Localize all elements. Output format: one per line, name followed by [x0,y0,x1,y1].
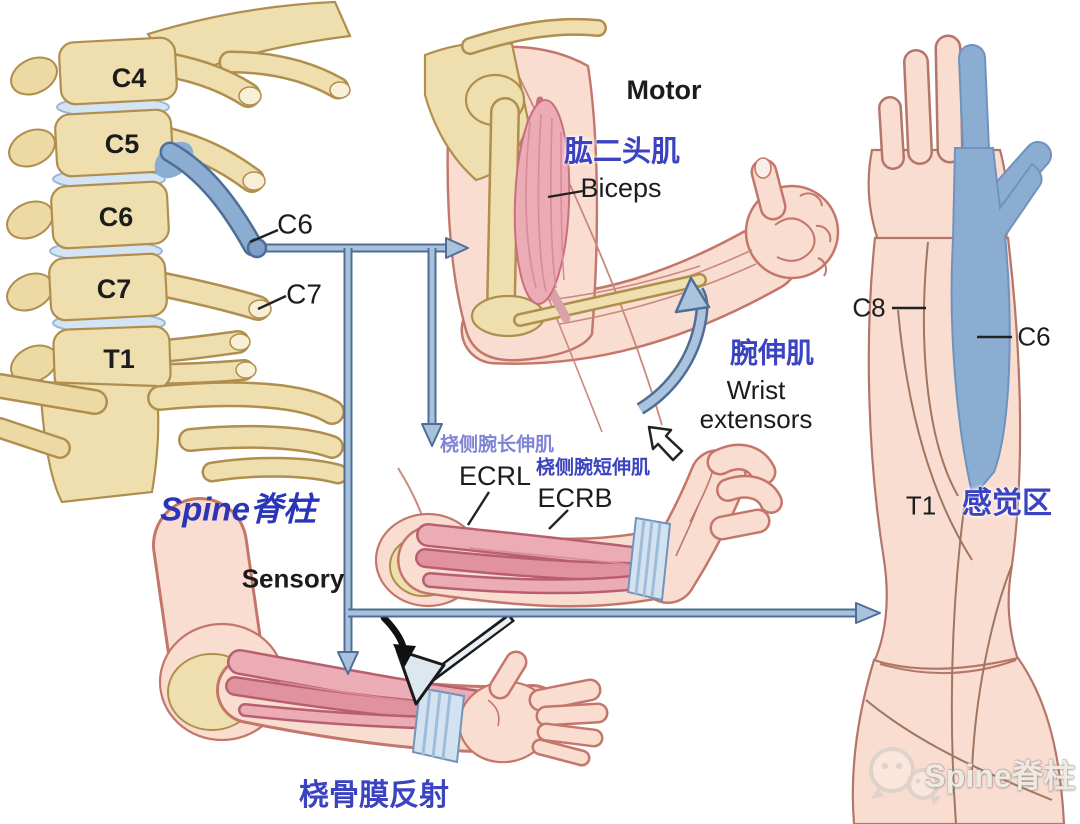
sensory-area-label: 感觉区 [962,487,1052,521]
label-pointer-lines [249,189,1012,530]
reflex-hammer-icon [395,612,515,706]
vertebra-label-c6: C6 [98,201,134,232]
watermark-text: Spine脊柱 [924,758,1076,795]
ecrb-label-cn: 桡侧腕短伸肌 [535,457,651,479]
c6-dermatome-region [950,44,1052,500]
reflex-wristband [411,686,466,764]
wrist-extensors-label-en: Wrist extensors [699,374,813,434]
wrist-extensors-label-cn: 腕伸肌 [729,337,815,369]
dermatome-label-c8: C8 [852,292,886,323]
c6-nerve-root-highlight [154,141,264,257]
tap-arrow [380,614,416,668]
wechat-logo-icon [869,747,941,805]
ecrl-ecrb-muscles [415,523,660,595]
motor-arm-illustration [423,17,840,433]
vertebra-label-t1: T1 [103,343,135,374]
biceps-label-cn: 肱二头肌 [563,135,681,168]
spine-illustration [0,0,352,504]
wrist-extension-arrow [636,276,711,415]
motor-heading: Motor [626,74,702,105]
vertebra-label-c4: C4 [111,62,147,93]
biceps-muscle [513,96,571,323]
dermatome-label-c6: C6 [1017,321,1051,352]
reflex-label: 桡骨膜反射 [299,779,449,813]
vertebra-label-c7: C7 [96,273,132,304]
brand-text: Spine脊柱 [160,490,316,528]
nerve-root-label-c6: C6 [277,208,313,240]
dermatome-arm-illustration [851,34,1066,824]
ecrb-label-en: ECRB [537,482,613,513]
vertebra-label-c5: C5 [104,128,140,159]
wristband [626,516,672,602]
extension-direction-arrow [647,425,684,462]
reflex-arm-illustration [152,497,609,767]
dermatome-label-t1: T1 [905,490,937,521]
nerve-root-label-c7: C7 [286,278,322,310]
biceps-label-en: Biceps [580,172,662,203]
ecrl-label-en: ECRL [458,460,532,491]
ecrl-label-cn: 桡侧腕长伸肌 [439,434,555,456]
nerve-pathway-arrows [246,237,881,675]
wrist-extensor-forearm-illustration [374,425,783,608]
sensory-heading: Sensory [241,563,345,594]
